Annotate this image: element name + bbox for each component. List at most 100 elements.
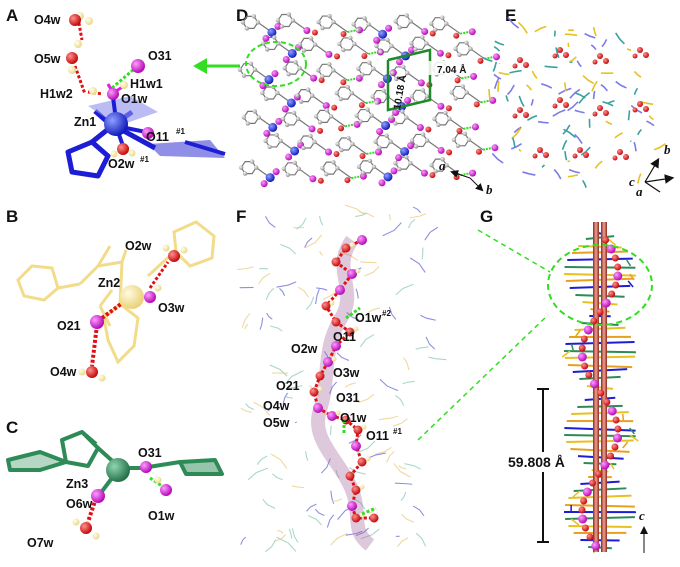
d-carbon-atom [241, 115, 247, 120]
e-framework-bond [537, 120, 549, 124]
f-framework-bond [241, 312, 251, 328]
d-o-atom [417, 79, 425, 87]
e-framework-bond [518, 95, 525, 107]
e-framework-bond [482, 56, 493, 63]
f-framework-bond [272, 473, 283, 481]
d-carbon-atom [281, 166, 287, 172]
g-o-atom [601, 298, 611, 308]
e-water-atom [512, 113, 518, 119]
e-water-atom [592, 111, 598, 117]
h-atom-c1 [92, 532, 100, 540]
d-carbon-atom [244, 26, 250, 31]
d-carbon-atom [341, 47, 346, 53]
d-carbon-atom [385, 37, 390, 43]
f-framework-bond [318, 215, 324, 226]
f-framework-bond [338, 251, 359, 261]
d-carbon-atom [356, 164, 362, 170]
d-carbon-atom [352, 41, 357, 47]
atom-zn2 [120, 285, 144, 309]
f-framework-bond [291, 485, 305, 489]
d-water-atom [445, 52, 452, 59]
f-framework-bond [296, 217, 307, 230]
e-framework-bond [518, 148, 522, 152]
e-water-atom [643, 52, 649, 58]
d-water-atom [311, 29, 318, 36]
d-carbon-atom [290, 18, 296, 23]
d-o-atom [489, 96, 497, 104]
f-framework-bond [395, 283, 414, 296]
g-ligand-bar [622, 441, 629, 449]
d-carbon-atom [378, 49, 383, 55]
e-framework-bond [492, 61, 498, 72]
d-network-atoms [237, 12, 501, 188]
e-water-atom [517, 107, 523, 113]
panel-b: B O2w Zn2 O3w [6, 207, 216, 382]
g-ligand-bar [573, 487, 627, 492]
h-atom-c3 [154, 476, 162, 484]
e-framework-bond [637, 128, 643, 136]
d-ring [261, 86, 279, 100]
label-a-o31: O31 [148, 49, 172, 63]
g-ligand-bar [566, 439, 634, 443]
d-o-atom [416, 123, 424, 131]
d-carbon-atom [282, 65, 287, 71]
d-hbond [461, 75, 472, 80]
d-carbon-atom [337, 41, 342, 47]
e-water-atom [552, 53, 558, 59]
g-water-atom [595, 470, 603, 478]
d-carbon-atom [242, 171, 248, 176]
d-water-atom [338, 125, 345, 132]
f-framework-bond [297, 286, 309, 298]
d-carbon-atom [374, 100, 379, 105]
g-ligand-bar [582, 301, 618, 306]
f-framework-bond [428, 356, 447, 361]
d-zn-atom [267, 27, 277, 37]
d-axis-b: b [486, 182, 493, 197]
d-water-atom [358, 102, 365, 109]
e-framework-bond [580, 146, 591, 156]
d-carbon-atom [295, 116, 301, 122]
d-carbon-atom [310, 93, 315, 98]
f-framework-bond [331, 498, 343, 503]
d-ring [430, 17, 447, 31]
g-ligand-bar [565, 341, 635, 345]
label-f-o31: O31 [336, 391, 360, 405]
label-c-o7w: O7w [27, 536, 54, 550]
d-carbon-atom [237, 67, 243, 72]
d-o-atom [325, 148, 333, 156]
f-framework-bond [262, 498, 276, 509]
d-linker [354, 43, 369, 55]
d-carbon-atom [420, 132, 426, 137]
d-carbon-atom [443, 110, 448, 116]
d-carbon-atom [312, 139, 317, 145]
f-framework-bond [308, 515, 323, 526]
d-carbon-atom [444, 162, 449, 168]
label-f-o11: O11 [333, 330, 356, 344]
e-framework-bond [591, 80, 598, 92]
d-o-atom [308, 125, 316, 133]
d-carbon-atom [401, 64, 406, 70]
d-water-atom [344, 177, 351, 184]
f-framework-bond [330, 532, 348, 546]
h-atom-b1 [180, 246, 188, 254]
panel-g: G 59.808 Å c [417, 207, 653, 554]
d-carbon-atom [278, 138, 283, 144]
f-framework-bond [305, 451, 309, 461]
f-framework-bond [357, 440, 376, 454]
f-framework-bond [420, 314, 436, 321]
f-framework-bond [409, 257, 426, 273]
d-carbon-atom [349, 90, 355, 96]
e-water-atom [603, 110, 609, 116]
d-carbon-atom [320, 165, 325, 171]
d-zn-atom [287, 48, 297, 58]
d-o-atom [275, 117, 283, 125]
d-carbon-atom [466, 137, 472, 142]
d-carbon-atom [460, 84, 465, 89]
e-water-atom [552, 103, 558, 109]
e-water-atom [637, 47, 643, 53]
g-water-atom [614, 425, 622, 433]
g-ligand-bar [570, 343, 574, 351]
f-water-atom [331, 257, 341, 267]
f-water-atom [353, 425, 363, 435]
f-framework-bond [386, 450, 395, 463]
